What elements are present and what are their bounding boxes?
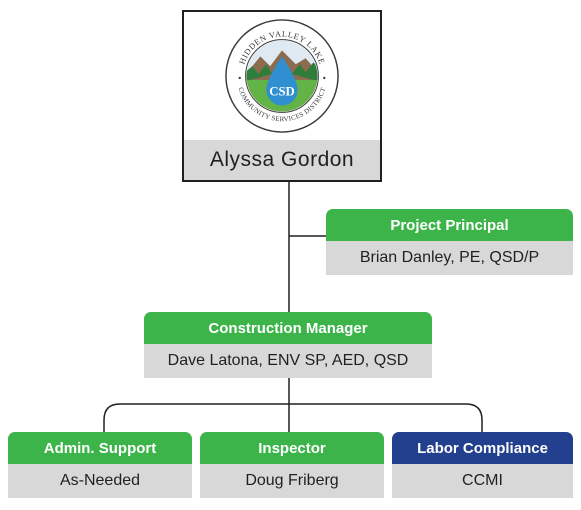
construction-manager-role: Construction Manager [144,312,432,344]
labor-compliance-person: CCMI [392,464,573,498]
lead-box: CSD HIDDEN VALLEY LAKE COMMUNITY SERVICE… [182,10,382,182]
inspector-card: Inspector Doug Friberg [200,432,384,498]
labor-compliance-card: Labor Compliance CCMI [392,432,573,498]
admin-support-role: Admin. Support [8,432,192,464]
construction-manager-card: Construction Manager Dave Latona, ENV SP… [144,312,432,378]
labor-compliance-role: Labor Compliance [392,432,573,464]
project-principal-person: Brian Danley, PE, QSD/P [326,241,573,275]
connector-staff-bar [103,403,483,432]
admin-support-card: Admin. Support As-Needed [8,432,192,498]
admin-support-person: As-Needed [8,464,192,498]
inspector-person: Doug Friberg [200,464,384,498]
district-logo: CSD HIDDEN VALLEY LAKE COMMUNITY SERVICE… [184,12,380,140]
lead-name: Alyssa Gordon [184,140,380,180]
project-principal-card: Project Principal Brian Danley, PE, QSD/… [326,209,573,275]
construction-manager-person: Dave Latona, ENV SP, AED, QSD [144,344,432,378]
district-logo-seal: CSD HIDDEN VALLEY LAKE COMMUNITY SERVICE… [225,19,339,133]
inspector-role: Inspector [200,432,384,464]
project-principal-role: Project Principal [326,209,573,241]
logo-monogram: CSD [269,85,295,99]
